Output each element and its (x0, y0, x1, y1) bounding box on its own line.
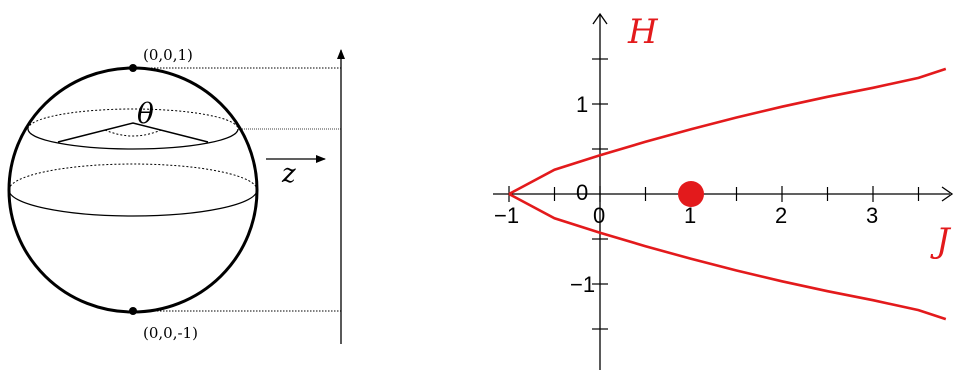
curve-lower-branch (508, 192, 947, 321)
y-axis-label: H (627, 12, 659, 52)
y-ticks (592, 58, 608, 330)
y-tick-label: −1 (570, 272, 595, 297)
x-tick-label: 1 (684, 203, 696, 228)
angle-wedge (57, 122, 209, 143)
y-tick-label: 1 (576, 92, 588, 117)
z-label: z (281, 159, 296, 189)
south-pole-label: (0,0,-1) (143, 324, 198, 342)
hj-plot: −1 0 1 2 3 −1 0 1 H J (493, 12, 954, 370)
x-axis-arrowhead (941, 186, 954, 202)
sphere-diagram: θ (0,0,1) (0,0,-1) z (7, 46, 345, 344)
x-axis-label: J (930, 221, 952, 261)
x-tick-label: 3 (866, 203, 878, 228)
latitude-back (27, 108, 239, 130)
curve-upper-branch (508, 67, 947, 196)
y-tick-label: 0 (576, 180, 588, 205)
angle-arc (104, 129, 162, 137)
x-tick-label: 0 (593, 203, 605, 228)
y-tick-labels: −1 0 1 (570, 92, 595, 297)
equator-back (8, 163, 258, 191)
marker-point (678, 181, 704, 207)
x-tick-label: −1 (494, 203, 519, 228)
y-axis-arrowhead (592, 12, 608, 25)
angle-label: θ (137, 97, 154, 130)
x-tick-label: 2 (775, 203, 787, 228)
equator-front (8, 189, 258, 217)
sphere-outline (7, 66, 259, 314)
x-tick-labels: −1 0 1 2 3 (494, 203, 878, 228)
latitude-front (27, 128, 239, 150)
north-pole-label: (0,0,1) (143, 46, 193, 64)
